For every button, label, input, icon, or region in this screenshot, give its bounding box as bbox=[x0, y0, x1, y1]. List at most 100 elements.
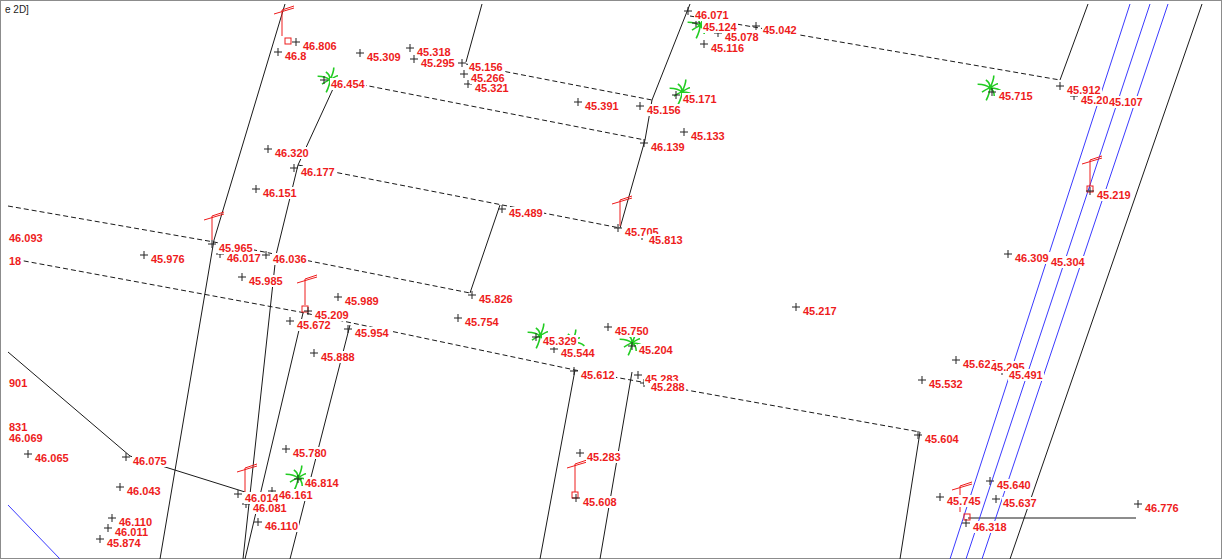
survey-point bbox=[614, 224, 622, 232]
survey-point bbox=[604, 323, 612, 331]
parcel-line bbox=[540, 370, 575, 559]
elevation-label: 46.017 bbox=[226, 252, 262, 264]
elevation-label: 46.151 bbox=[262, 187, 298, 199]
elevation-label: 45.612 bbox=[580, 369, 616, 381]
elevation-label: 901 bbox=[8, 377, 28, 389]
survey-point bbox=[356, 49, 364, 57]
road-edge bbox=[950, 4, 1130, 559]
survey-point bbox=[672, 91, 680, 99]
parcel-line bbox=[466, 4, 482, 62]
survey-point bbox=[96, 535, 104, 543]
elevation-label: 45.888 bbox=[320, 351, 356, 363]
elevation-label: 45.745 bbox=[946, 495, 982, 507]
survey-point bbox=[532, 333, 540, 341]
elevation-label: 45.976 bbox=[150, 253, 186, 265]
flag-symbol bbox=[567, 460, 587, 492]
elevation-label: 46.071 bbox=[694, 9, 730, 21]
elevation-label: 46.139 bbox=[650, 141, 686, 153]
elevation-label: 45.640 bbox=[996, 479, 1032, 491]
survey-point bbox=[936, 493, 944, 501]
window-title: e 2D] bbox=[4, 4, 30, 16]
parcel-line bbox=[245, 313, 303, 559]
pole-box bbox=[964, 514, 970, 520]
elevation-label: 45.309 bbox=[366, 51, 402, 63]
survey-point bbox=[140, 251, 148, 259]
road-edge bbox=[982, 4, 1168, 559]
elevation-label: 45.491 bbox=[1008, 369, 1044, 381]
elevation-label: 45.989 bbox=[344, 295, 380, 307]
survey-point bbox=[680, 128, 688, 136]
parcel-line bbox=[620, 4, 690, 228]
survey-point bbox=[104, 524, 112, 532]
elevation-label: 45.532 bbox=[928, 378, 964, 390]
parcel-line bbox=[160, 4, 285, 559]
parcel-line bbox=[968, 518, 1136, 519]
elevation-label: 45.391 bbox=[584, 100, 620, 112]
elevation-label: 45.219 bbox=[1096, 189, 1132, 201]
elevation-label: 45.604 bbox=[924, 433, 960, 445]
survey-point bbox=[238, 273, 246, 281]
boundary-dashed bbox=[690, 16, 1060, 80]
survey-point bbox=[274, 48, 282, 56]
survey-point bbox=[992, 495, 1000, 503]
survey-point bbox=[640, 139, 648, 147]
survey-point bbox=[208, 240, 216, 248]
elevation-label: 45.107 bbox=[1108, 96, 1144, 108]
elevation-label: 45.672 bbox=[296, 319, 332, 331]
survey-point bbox=[310, 349, 318, 357]
flag-symbol bbox=[612, 196, 632, 226]
survey-point bbox=[636, 102, 644, 110]
elevation-label: 46.318 bbox=[972, 521, 1008, 533]
survey-point bbox=[320, 76, 328, 84]
elevation-label: 45.954 bbox=[354, 327, 390, 339]
survey-point bbox=[628, 342, 636, 350]
survey-point bbox=[634, 371, 642, 379]
elevation-label: 45.608 bbox=[582, 496, 618, 508]
survey-point bbox=[962, 519, 970, 527]
survey-point bbox=[406, 44, 414, 52]
survey-point bbox=[498, 205, 506, 213]
survey-point bbox=[700, 40, 708, 48]
survey-point bbox=[334, 293, 342, 301]
elevation-label: 45.826 bbox=[478, 293, 514, 305]
survey-point bbox=[1086, 187, 1094, 195]
elevation-label: 46.081 bbox=[252, 502, 288, 514]
elevation-label: 45.133 bbox=[690, 130, 726, 142]
survey-point bbox=[458, 59, 466, 67]
survey-point bbox=[460, 70, 468, 78]
elevation-label: 45.715 bbox=[998, 90, 1034, 102]
parcel-line bbox=[1060, 4, 1088, 80]
elevation-label: 45.042 bbox=[762, 24, 798, 36]
elevation-label: 46.075 bbox=[132, 455, 168, 467]
elevation-label: 46.309 bbox=[1014, 252, 1050, 264]
pole-box bbox=[285, 38, 291, 44]
survey-point bbox=[304, 307, 312, 315]
elevation-label: 45.321 bbox=[474, 82, 510, 94]
survey-point bbox=[752, 22, 760, 30]
survey-point bbox=[24, 450, 32, 458]
parcel-line bbox=[1010, 4, 1202, 559]
elevation-label: 45.874 bbox=[106, 537, 142, 549]
survey-point bbox=[952, 356, 960, 364]
parcel-line bbox=[900, 432, 920, 559]
flag-symbol bbox=[204, 212, 224, 240]
elevation-label: 45.116 bbox=[710, 42, 745, 54]
survey-point bbox=[290, 164, 298, 172]
elevation-label: 46.110 bbox=[264, 520, 299, 532]
parcel-line bbox=[470, 205, 500, 293]
survey-point bbox=[988, 88, 996, 96]
elevation-label: 46.036 bbox=[272, 253, 308, 265]
survey-point bbox=[292, 38, 300, 46]
elevation-label: 46.093 bbox=[8, 232, 44, 244]
elevation-label: 45.329 bbox=[542, 335, 578, 347]
boundary-dashed bbox=[338, 80, 645, 140]
survey-point bbox=[234, 490, 242, 498]
survey-point bbox=[282, 445, 290, 453]
elevation-label: 45.295 bbox=[420, 57, 456, 69]
survey-point bbox=[684, 7, 692, 15]
boundary-dashed bbox=[8, 206, 470, 293]
elevation-label: 45.750 bbox=[614, 325, 650, 337]
flag-symbol bbox=[1082, 156, 1102, 186]
survey-point bbox=[108, 514, 116, 522]
